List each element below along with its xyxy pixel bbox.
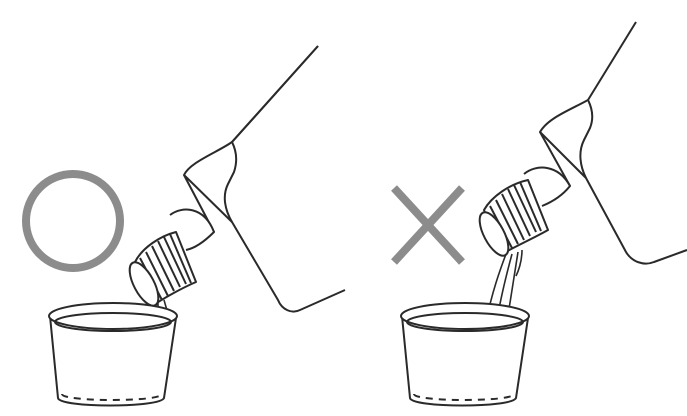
panel-incorrect: [394, 22, 687, 406]
panel-correct: [26, 46, 345, 406]
bottle-left: [124, 46, 345, 312]
circle-mark-icon: [26, 174, 120, 268]
measuring-cup-left: [49, 303, 177, 406]
measuring-cup-right: [401, 303, 529, 406]
cross-mark-icon: [394, 188, 462, 262]
bottle-right: [474, 22, 687, 264]
